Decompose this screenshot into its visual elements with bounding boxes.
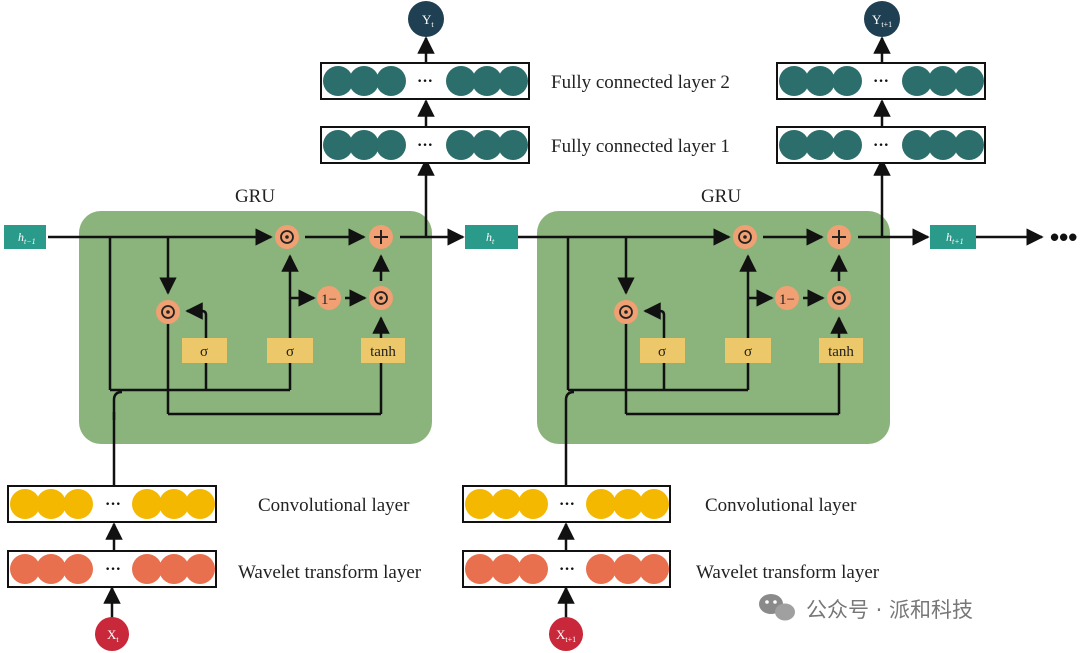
svg-text:Xt: Xt (107, 627, 119, 644)
update-gate-sigma-2 (725, 338, 771, 363)
wechat-icon (759, 594, 795, 621)
fc-layer-2: ··· (320, 62, 530, 100)
gru-label: GRU (235, 186, 275, 207)
watermark: 公众号 · 派和科技 (759, 594, 973, 622)
svg-text:···: ··· (417, 137, 433, 154)
op-plus-2 (827, 225, 851, 249)
svg-text:Xt+1: Xt+1 (556, 627, 576, 644)
trailing-ellipsis: ••• (1050, 222, 1077, 252)
fc-layer-1: ··· (320, 126, 530, 164)
wavelet-layer: ··· (7, 550, 217, 588)
op-mult-candidate (369, 286, 393, 310)
svg-text:公众号 · 派和科技: 公众号 · 派和科技 (806, 598, 973, 622)
svg-text:Yt: Yt (422, 12, 434, 29)
svg-text:1−: 1− (321, 292, 337, 308)
candidate-tanh-label: tanh (370, 344, 396, 360)
reset-gate-label-2: σ (658, 344, 666, 360)
op-mult-keep-2 (733, 225, 757, 249)
svg-text:···: ··· (559, 561, 575, 578)
candidate-tanh (361, 338, 405, 363)
reset-gate-sigma (182, 338, 227, 363)
svg-text:ht+1: ht+1 (946, 230, 964, 246)
update-gate-label-2: σ (744, 344, 752, 360)
svg-text:···: ··· (873, 137, 889, 154)
conv-layer: ··· (7, 485, 217, 523)
input-x-next: Xt+1 (549, 617, 583, 651)
state-h-t: ht (465, 225, 518, 249)
update-gate-label: σ (286, 344, 294, 360)
conv-layer-right: ··· (462, 485, 671, 523)
reset-gate-sigma-2 (640, 338, 685, 363)
svg-text:···: ··· (417, 73, 433, 90)
svg-text:ht−1: ht−1 (18, 230, 36, 246)
gru-wires-2 (518, 36, 1044, 618)
svg-text:···: ··· (873, 73, 889, 90)
svg-text:ht: ht (486, 230, 495, 246)
output-y-next: Yt+1 (864, 1, 900, 37)
label-fc2: Fully connected layer 2 (551, 72, 730, 93)
svg-text:···: ··· (105, 561, 121, 578)
gru-label-2: GRU (701, 186, 741, 207)
output-y-t: Yt (408, 1, 444, 37)
op-one-minus-2: 1− (775, 286, 799, 310)
candidate-tanh-2 (819, 338, 863, 363)
fc-layer-2-right: ··· (776, 62, 986, 100)
state-h-next: ht+1 (930, 225, 976, 249)
svg-text:1−: 1− (779, 292, 795, 308)
op-mult-reset (156, 300, 180, 324)
input-x-t: Xt (95, 617, 129, 651)
label-conv-left: Convolutional layer (258, 495, 410, 516)
svg-text:Yt+1: Yt+1 (872, 12, 892, 29)
op-mult-keep (275, 225, 299, 249)
candidate-tanh-label-2: tanh (828, 344, 854, 360)
wavelet-layer-right: ··· (462, 550, 671, 588)
state-h-prev: ht−1 (4, 225, 46, 249)
timestep-t-plus-1: GRU σ (462, 1, 1077, 651)
reset-gate-label: σ (200, 344, 208, 360)
update-gate-sigma (267, 338, 313, 363)
op-mult-candidate-2 (827, 286, 851, 310)
fc-layer-1-right: ··· (776, 126, 986, 164)
svg-text:···: ··· (559, 496, 575, 513)
op-plus (369, 225, 393, 249)
label-wavelet-left: Wavelet transform layer (238, 562, 422, 583)
op-one-minus: 1− (317, 286, 341, 310)
op-mult-reset-2 (614, 300, 638, 324)
label-fc1: Fully connected layer 1 (551, 136, 730, 157)
label-wavelet-right: Wavelet transform layer (696, 562, 880, 583)
label-conv-right: Convolutional layer (705, 495, 857, 516)
svg-text:···: ··· (105, 496, 121, 513)
timestep-t: GRU (4, 1, 530, 651)
gru-wires (48, 36, 465, 618)
